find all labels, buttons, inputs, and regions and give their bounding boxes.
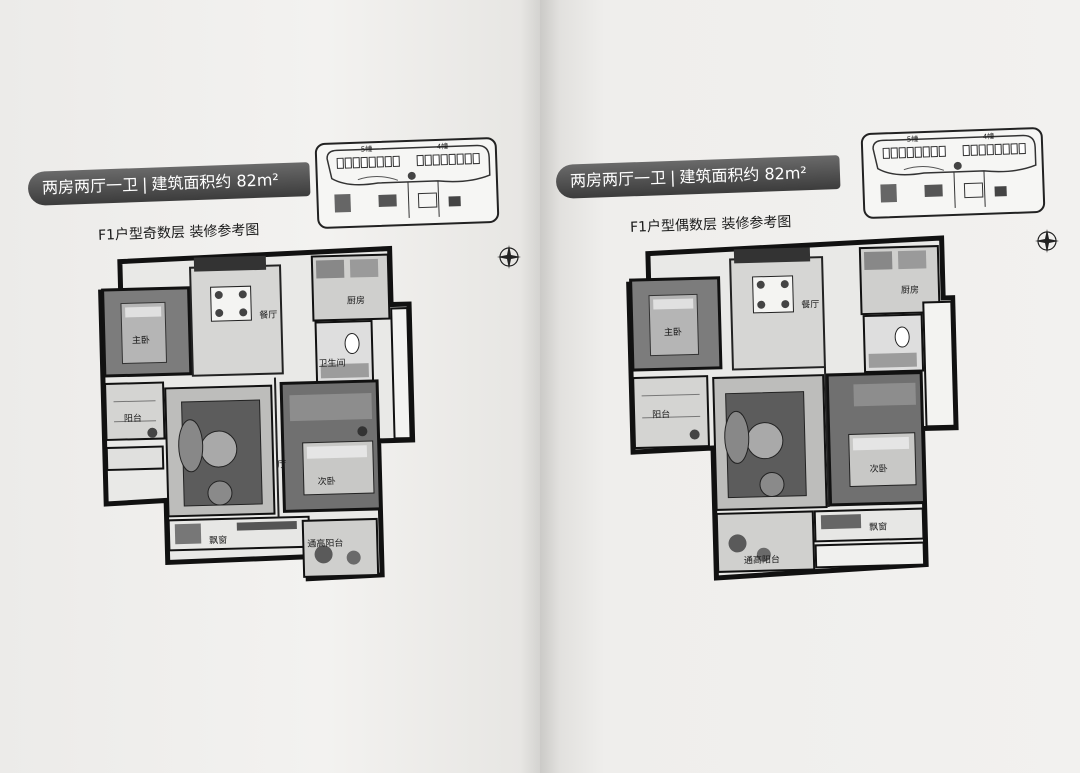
right-site-plan-building-a: 5幢	[906, 135, 919, 144]
left-compass-icon	[496, 244, 522, 270]
right-banner-area: 建筑面积约 82m²	[679, 163, 808, 187]
right-room-garden-balcony: 通高阳台	[743, 555, 781, 567]
right-room-master-bedroom: 主卧	[663, 327, 683, 339]
right-room-second-bedroom: 次卧	[869, 464, 888, 475]
left-room-bay-window: 飘窗	[209, 535, 228, 547]
left-floor-plan: 主卧 餐厅 厨房 卫生间 阳台 厅 次卧 飘窗 通高阳台	[90, 244, 429, 593]
book-gutter	[520, 0, 560, 773]
left-room-bathroom: 卫生间	[318, 358, 346, 370]
left-room-master-bedroom: 主卧	[131, 335, 151, 347]
right-floor-plan: 主卧 餐厅 厨房 阳台 次卧 飘窗 通高阳台	[618, 232, 963, 585]
left-room-living: 厅	[277, 460, 287, 471]
left-site-plan-drawing	[326, 144, 491, 218]
right-room-kitchen: 厨房	[900, 285, 920, 297]
left-room-kitchen: 厨房	[346, 296, 366, 307]
left-banner-area: 建筑面积约 82m²	[151, 170, 280, 194]
right-room-bay-window: 飘窗	[869, 522, 888, 533]
right-compass-icon	[1034, 228, 1060, 254]
right-banner-separator: |	[669, 167, 676, 187]
left-room-garden-balcony: 通高阳台	[307, 538, 344, 550]
left-site-plan: 5幢 4幢	[314, 136, 500, 230]
left-room-balcony: 阳台	[123, 414, 143, 425]
left-site-plan-building-b: 4幢	[436, 142, 449, 151]
left-banner-layout: 两房两厅一卫	[41, 175, 139, 198]
left-banner-separator: |	[141, 174, 148, 194]
left-floor-plan-drawing	[98, 245, 416, 582]
left-room-dining: 餐厅	[259, 310, 278, 321]
left-site-plan-building-a: 5幢	[360, 145, 373, 154]
right-floor-plan-drawing	[626, 235, 960, 581]
right-room-dining: 餐厅	[801, 300, 820, 311]
right-banner-layout: 两房两厅一卫	[569, 168, 667, 191]
right-site-plan-building-b: 4幢	[982, 132, 995, 141]
right-site-plan: 5幢 4幢	[860, 126, 1046, 220]
right-room-balcony: 阳台	[652, 410, 671, 421]
right-site-plan-drawing	[872, 134, 1037, 208]
left-room-second-bedroom: 次卧	[317, 477, 336, 488]
